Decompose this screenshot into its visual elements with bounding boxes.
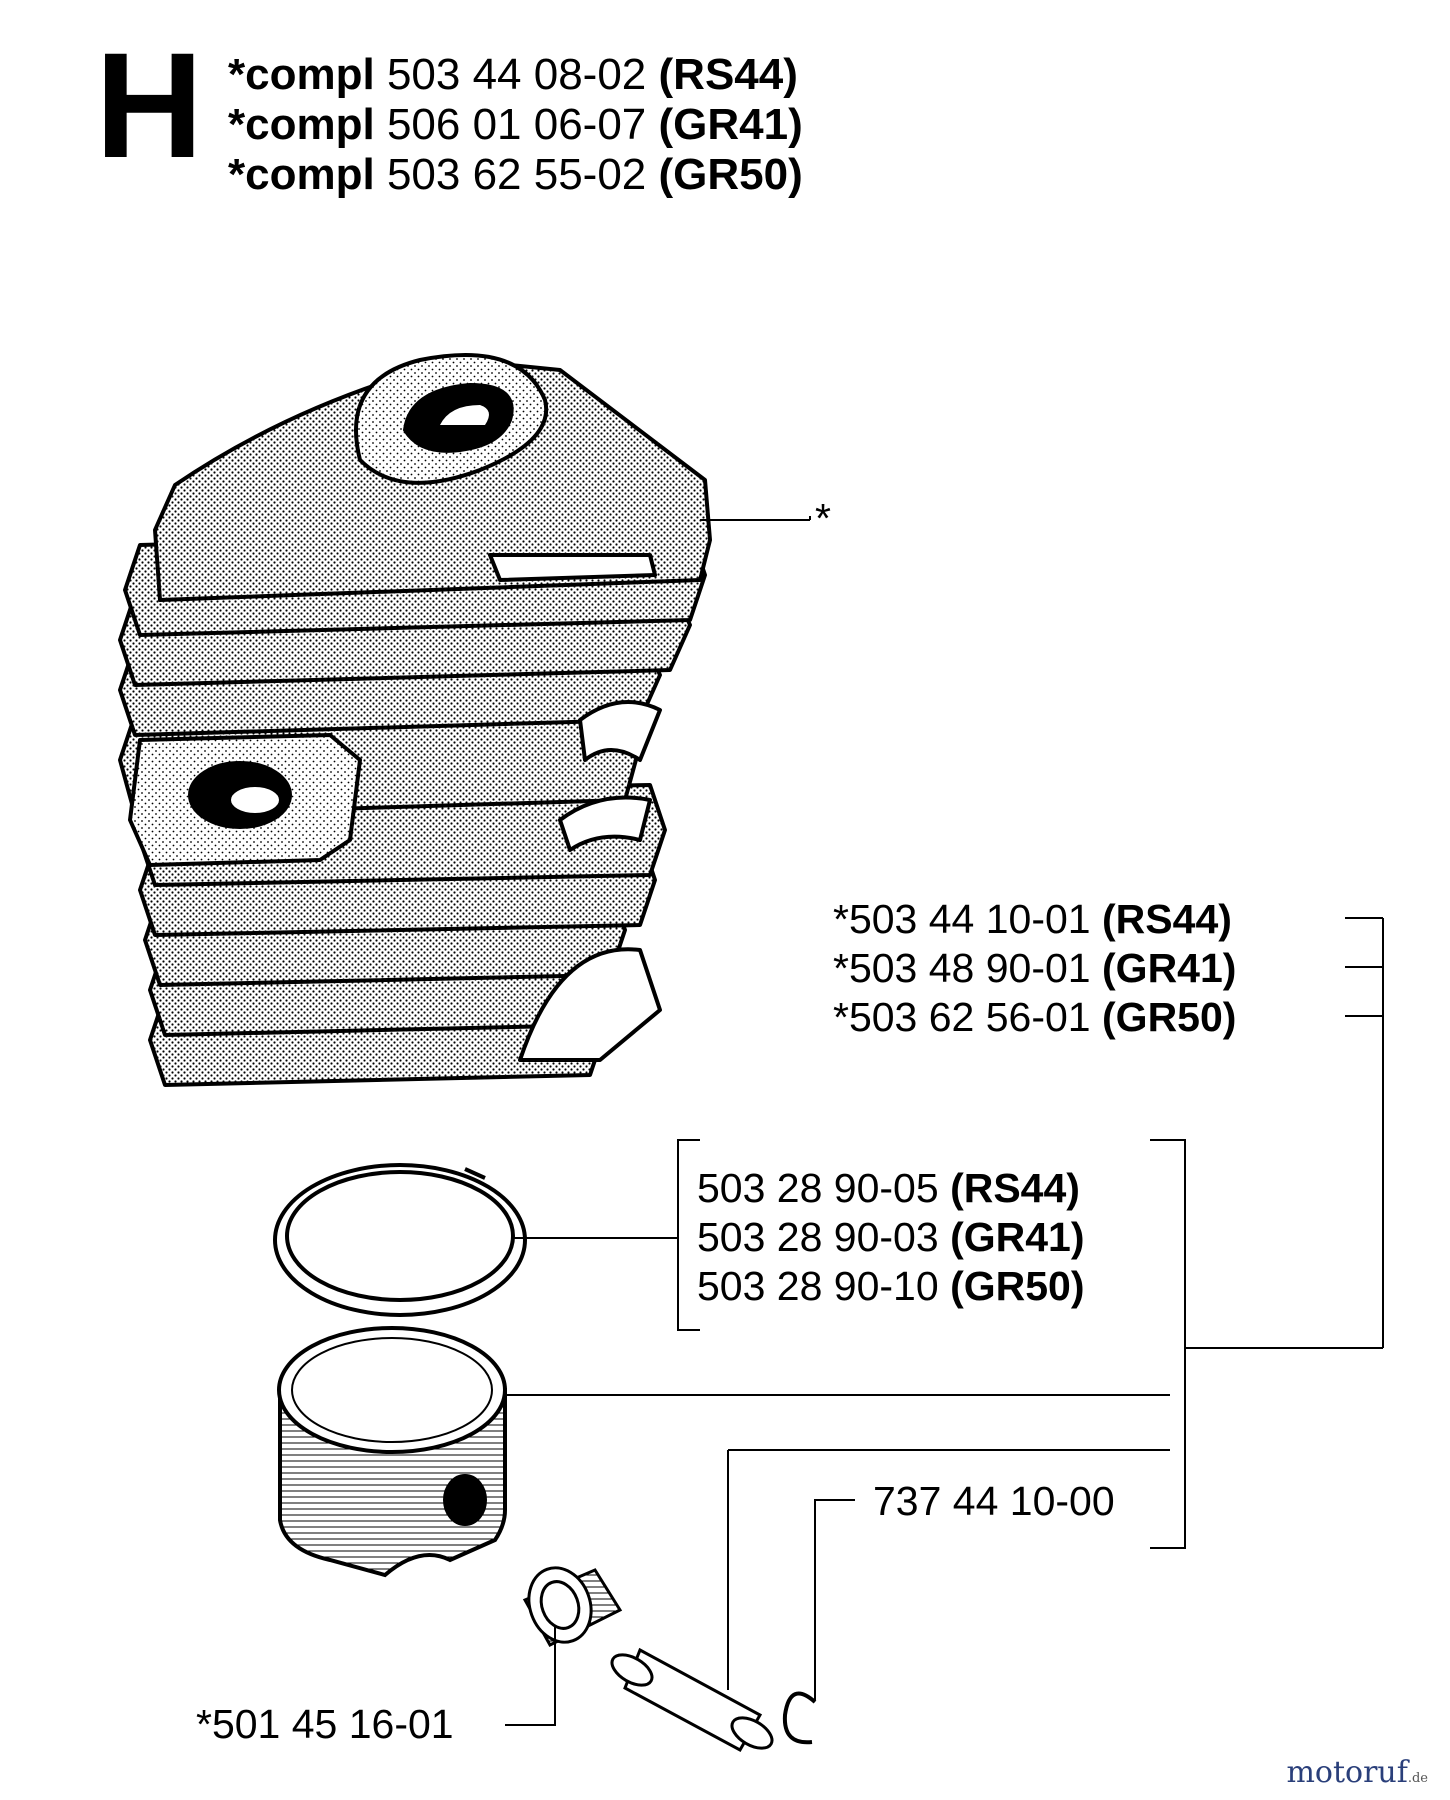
header-model: (RS44) — [658, 50, 798, 99]
watermark-tld: .de — [1407, 1771, 1428, 1786]
header-prefix: *compl — [228, 100, 375, 149]
part-number: 503 28 90-05 — [697, 1165, 939, 1211]
part-number: *503 62 56-01 — [833, 994, 1091, 1040]
circlip — [782, 1691, 817, 1745]
cylinder-callout-mark: * — [815, 495, 831, 541]
model-code: (GR50) — [1102, 994, 1237, 1040]
part-number: *503 48 90-01 — [833, 945, 1091, 991]
piston-kit-label-1: *503 44 10-01 (RS44) — [833, 895, 1232, 943]
header-line-1: *compl 503 44 08-02 (RS44) — [228, 50, 798, 100]
watermark-name: motoruf — [1286, 1755, 1408, 1790]
needle-bearing — [522, 1566, 623, 1647]
piston-kit-label-2: *503 48 90-01 (GR41) — [833, 944, 1236, 992]
part-number: 503 28 90-03 — [697, 1214, 939, 1260]
model-code: (RS44) — [1102, 896, 1232, 942]
leader-lines — [505, 917, 1384, 1726]
header-number: 503 62 55-02 — [386, 150, 647, 199]
model-code: (GR50) — [950, 1263, 1085, 1309]
header-prefix: *compl — [228, 150, 375, 199]
watermark-logo: motoruf.de — [1286, 1755, 1428, 1790]
header-model: (GR41) — [658, 100, 803, 149]
needle-bearing-label: *501 45 16-01 — [196, 1701, 454, 1747]
cylinder — [118, 353, 712, 1087]
circlip-label: 737 44 10-00 — [873, 1478, 1115, 1524]
piston-pin — [610, 1647, 774, 1753]
piston-ring — [273, 1163, 527, 1317]
part-number: 503 28 90-10 — [697, 1263, 939, 1309]
model-code: (GR41) — [1102, 945, 1237, 991]
header-line-2: *compl 506 01 06-07 (GR41) — [228, 100, 803, 150]
piston — [277, 1326, 507, 1578]
header-line-3: *compl 503 62 55-02 (GR50) — [228, 150, 803, 200]
header-number: 503 44 08-02 — [386, 50, 647, 99]
model-code: (RS44) — [950, 1165, 1080, 1211]
piston-ring-label-1: 503 28 90-05 (RS44) — [697, 1164, 1080, 1212]
part-number: *503 44 10-01 — [833, 896, 1091, 942]
piston-kit-label-3: *503 62 56-01 (GR50) — [833, 993, 1236, 1041]
header-number: 506 01 06-07 — [386, 100, 647, 149]
header-model: (GR50) — [658, 150, 803, 199]
model-code: (GR41) — [950, 1214, 1085, 1260]
piston-ring-label-2: 503 28 90-03 (GR41) — [697, 1213, 1084, 1261]
header-prefix: *compl — [228, 50, 375, 99]
section-letter: H — [95, 21, 204, 189]
piston-ring-label-3: 503 28 90-10 (GR50) — [697, 1262, 1084, 1310]
